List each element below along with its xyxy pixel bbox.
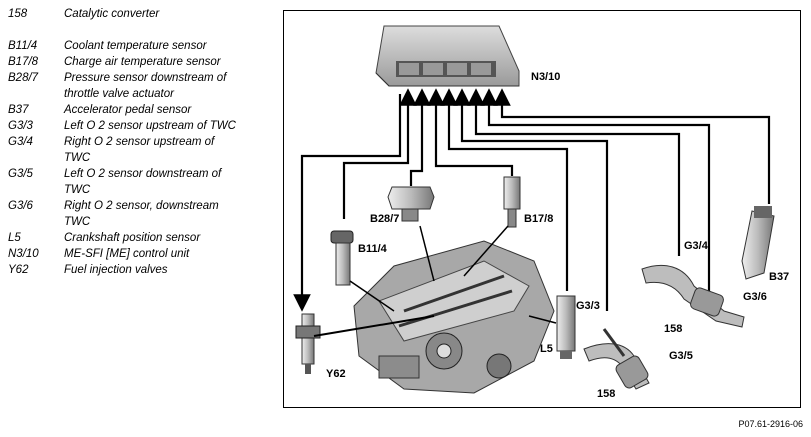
legend-code: Y62 <box>8 264 29 276</box>
accelerator-pedal-b37 <box>741 206 775 280</box>
legend-desc: Fuel injection valves <box>64 264 168 276</box>
catalytic-converter-right <box>641 264 745 328</box>
legend-desc: Right O 2 sensor, downstream TWC <box>64 200 219 228</box>
legend-code: G3/3 <box>8 120 33 132</box>
legend-desc: Left O 2 sensor upstream of TWC <box>64 120 236 132</box>
label-b11-4: B11/4 <box>358 243 387 255</box>
label-l5: L5 <box>540 343 553 355</box>
legend-item: B37 Accelerator pedal sensor <box>8 102 276 118</box>
legend-code: B37 <box>8 104 29 116</box>
legend-code: 158 <box>8 8 28 20</box>
figure-reference: P07.61-2916-06 <box>738 419 803 429</box>
diagram-drawing <box>293 25 775 394</box>
legend-item: L5 Crankshaft position sensor <box>8 230 276 246</box>
legend-item: G3/6 Right O 2 sensor, downstream TWC <box>8 198 276 230</box>
engine <box>313 225 557 394</box>
legend-desc: Accelerator pedal sensor <box>64 104 192 116</box>
legend-code: B28/7 <box>8 72 39 84</box>
charge-air-sensor-b17-8 <box>503 176 521 228</box>
legend-desc: Catalytic converter <box>64 8 160 20</box>
pressure-sensor-b28-7 <box>387 186 435 222</box>
legend-code: G3/5 <box>8 168 33 180</box>
label-catalytic-converter-left: 158 <box>597 388 616 400</box>
legend-item: B17/8 Charge air temperature sensor <box>8 54 276 70</box>
catalytic-converter-left <box>583 328 650 390</box>
legend-item: G3/3 Left O 2 sensor upstream of TWC <box>8 118 276 134</box>
legend-item: B11/4 Coolant temperature sensor <box>8 38 276 54</box>
legend-desc: Charge air temperature sensor <box>64 56 221 68</box>
label-y62: Y62 <box>326 368 346 380</box>
legend-code: L5 <box>8 232 21 244</box>
label-catalytic-converter-right: 158 <box>664 323 683 335</box>
coolant-sensor-b11-4 <box>330 230 354 286</box>
legend-item: B28/7 Pressure sensor downstream of throt… <box>8 70 276 102</box>
legend-item: 158 Catalytic converter <box>8 6 276 22</box>
legend-desc: Left O 2 sensor downstream of TWC <box>64 168 222 196</box>
legend-desc: Right O 2 sensor upstream of TWC <box>64 136 215 164</box>
legend-code: G3/4 <box>8 136 33 148</box>
legend-item: G3/5 Left O 2 sensor downstream of TWC <box>8 166 276 198</box>
legend-code: B17/8 <box>8 56 39 68</box>
diagram-frame: N3/10 B28/7 B17/8 B11/4 G3/4 B37 G3/6 15… <box>283 10 801 408</box>
label-b37: B37 <box>769 271 790 283</box>
fuel-injector-y62 <box>295 313 321 374</box>
legend-desc: Coolant temperature sensor <box>64 40 207 52</box>
legend-desc: ME-SFI [ME] control unit <box>64 248 190 260</box>
legend-item: Y62 Fuel injection valves <box>8 262 276 278</box>
control-unit-n3-10 <box>375 25 520 87</box>
crankshaft-sensor-l5 <box>556 295 576 359</box>
legend-code: B11/4 <box>8 40 38 52</box>
legend-item: N3/10 ME-SFI [ME] control unit <box>8 246 276 262</box>
legend-item: G3/4 Right O 2 sensor upstream of TWC <box>8 134 276 166</box>
label-g3-4: G3/4 <box>684 240 708 252</box>
legend-code: G3/6 <box>8 200 33 212</box>
label-g3-6: G3/6 <box>743 291 767 303</box>
label-b17-8: B17/8 <box>524 213 554 225</box>
legend-desc: Pressure sensor downstream of throttle v… <box>64 72 227 100</box>
label-n3-10: N3/10 <box>531 71 561 83</box>
legend-desc: Crankshaft position sensor <box>64 232 201 244</box>
label-b28-7: B28/7 <box>370 213 400 225</box>
label-g3-5: G3/5 <box>669 350 693 362</box>
label-g3-3: G3/3 <box>576 300 600 312</box>
legend: 158 Catalytic converter B11/4 Coolant temp… <box>8 6 276 278</box>
signal-wires <box>293 88 771 312</box>
legend-code: N3/10 <box>8 248 39 260</box>
